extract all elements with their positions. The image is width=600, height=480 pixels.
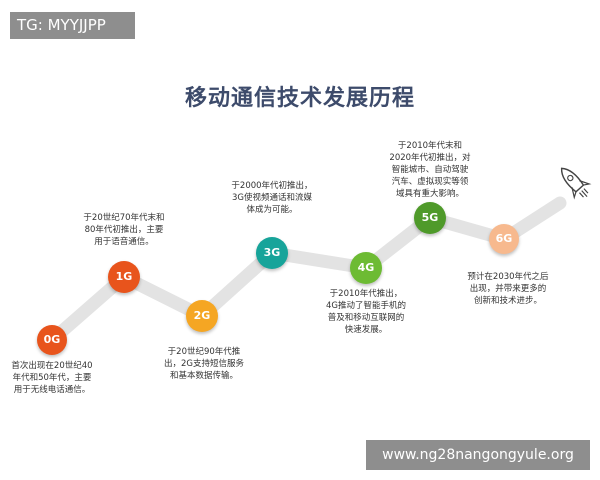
desc-3g: 于2000年代初推出， 3G使视频通话和流媒 体成为可能。 [231,181,313,215]
node-4g: 4G [350,252,382,284]
desc-6g: 预计在2030年代之后 出现，并带来更多的 创新和技术进步。 [467,272,549,306]
desc-2g: 于20世纪90年代推 出，2G支持短信服务 和基本数据传输。 [164,347,244,381]
watermark-url: www.ng28nangongyule.org [366,440,590,470]
tag-label: TG: MYYJJPP [10,12,135,39]
desc-1g: 于20世纪70年代末和 80年代初推出，主要 用于语音通信。 [83,213,165,247]
node-5g: 5G [414,202,446,234]
node-6g: 6G [489,224,519,254]
node-3g: 3G [256,237,288,269]
node-2g: 2G [186,300,218,332]
desc-4g: 于2010年代推出， 4G推动了智能手机的 普及和移动互联网的 快速发展。 [326,289,406,335]
node-0g: 0G [37,325,67,355]
node-1g: 1G [108,261,140,293]
desc-5g: 于2010年代末和 2020年代初推出，对 智能城市、自动驾驶 汽车、虚拟现实等… [389,141,471,199]
desc-0g: 首次出现在20世纪40 年代和50年代，主要 用于无线电话通信。 [11,361,93,395]
page-title: 移动通信技术发展历程 [184,86,415,111]
rocket-icon [560,167,592,200]
